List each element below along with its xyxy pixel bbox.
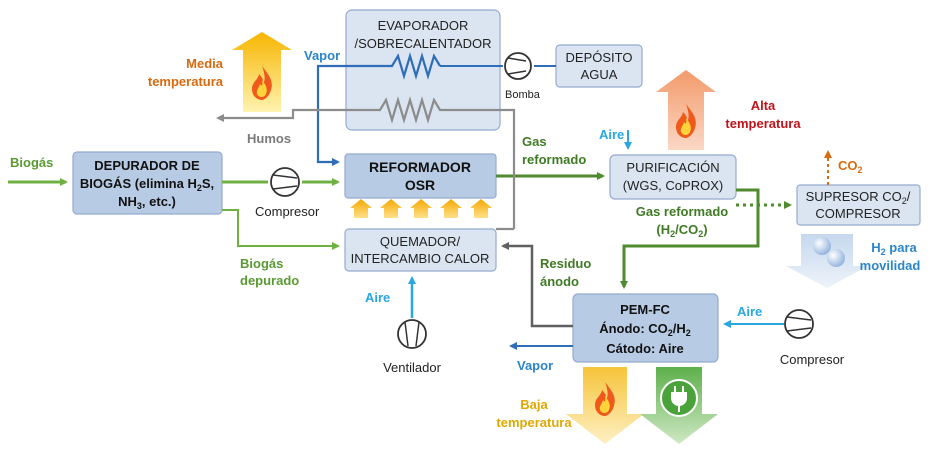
depurador-line1: DEPURADOR DE — [94, 158, 200, 173]
baja-temperatura-arrow — [566, 367, 644, 444]
label-vapor-top: Vapor — [304, 48, 340, 63]
purificacion-line2: (WGS, CoPROX) — [623, 178, 723, 193]
media-temperatura-arrow — [232, 32, 292, 112]
h2-movilidad-arrow — [786, 234, 868, 288]
ventilador-fan-icon — [397, 319, 427, 349]
compressor-2-fan-icon — [784, 309, 814, 339]
alta-temperatura-arrow — [656, 70, 716, 150]
label-media-temp-2: temperatura — [148, 74, 224, 89]
label-compresor-1: Compresor — [255, 204, 320, 219]
deposito-line2: AGUA — [581, 67, 618, 82]
pemfc-line2: Ánodo: CO2/H2 — [599, 321, 691, 338]
deposito-line1: DEPÓSITO — [566, 50, 633, 65]
reformador-line1: REFORMADOR — [369, 159, 471, 175]
depurador-line3: NH3, etc.) — [118, 194, 176, 211]
label-biogas-depurado-2: depurado — [240, 273, 299, 288]
depurador-line2: BIOGÁS (elimina H2S, — [80, 176, 214, 193]
label-aire-purificacion: Aire — [599, 127, 624, 142]
label-h2-movilidad-2: movilidad — [860, 258, 921, 273]
box-supresor: SUPRESOR CO2/ COMPRESOR — [796, 184, 921, 226]
pump-icon — [504, 52, 532, 80]
label-gas-reformado2-2: (H2/CO2) — [656, 222, 707, 239]
compressor-1-fan-icon — [270, 167, 300, 197]
pemfc-line3: Cátodo: Aire — [606, 341, 684, 356]
purificacion-line1: PURIFICACIÓN — [626, 160, 719, 175]
box-purificacion: PURIFICACIÓN (WGS, CoPROX) — [609, 154, 737, 200]
box-depurador: DEPURADOR DE BIOGÁS (elimina H2S, NH3, e… — [72, 151, 223, 215]
flow-lines — [8, 52, 832, 350]
box-deposito: DEPÓSITO AGUA — [555, 44, 643, 88]
label-biogas-depurado-1: Biogás — [240, 256, 283, 271]
label-residuo-anodo-1: Residuo — [540, 256, 591, 271]
label-ventilador: Ventilador — [383, 360, 441, 375]
label-humos: Humos — [247, 131, 291, 146]
box-quemador: QUEMADOR/ INTERCAMBIO CALOR — [344, 228, 497, 272]
evaporador-line2: /SOBRECALENTADOR — [354, 36, 491, 51]
box-pemfc: PEM-FC Ánodo: CO2/H2 Cátodo: Aire — [572, 293, 719, 363]
pemfc-line1: PEM-FC — [620, 302, 670, 317]
label-aire-pem: Aire — [737, 304, 762, 319]
label-aire-quemador: Aire — [365, 290, 390, 305]
label-gas-reformado-2: reformado — [522, 152, 586, 167]
label-baja-temp-2: temperatura — [496, 415, 572, 430]
label-biogas: Biogás — [10, 155, 53, 170]
quemador-line1: QUEMADOR/ — [380, 234, 461, 249]
label-residuo-anodo-2: ánodo — [540, 274, 579, 289]
label-alta-temp-1: Alta — [751, 98, 776, 113]
label-compresor-2: Compresor — [780, 352, 845, 367]
quemador-line2: INTERCAMBIO CALOR — [351, 251, 490, 266]
label-bomba: Bomba — [505, 89, 541, 101]
evaporador-line1: EVAPORADOR — [378, 18, 469, 33]
label-baja-temp-1: Baja — [520, 397, 548, 412]
label-media-temp-1: Media — [186, 56, 224, 71]
label-alta-temp-2: temperatura — [725, 116, 801, 131]
label-gas-reformado-1: Gas — [522, 134, 547, 149]
label-h2-movilidad-1: H2 para — [871, 240, 917, 257]
supresor-line2: COMPRESOR — [815, 206, 900, 221]
electric-plug-icon — [660, 379, 698, 417]
box-evaporador: EVAPORADOR /SOBRECALENTADOR — [345, 9, 501, 131]
electricity-arrow — [640, 367, 718, 444]
label-vapor-pem: Vapor — [517, 358, 553, 373]
label-co2: CO2 — [838, 158, 863, 175]
label-gas-reformado2-1: Gas reformado — [636, 204, 729, 219]
supresor-line1: SUPRESOR CO2/ — [806, 189, 911, 206]
hydrogen-molecule-icon — [813, 237, 845, 267]
heat-arrows — [350, 199, 492, 218]
box-reformador: REFORMADOR OSR — [344, 153, 497, 199]
reformador-line2: OSR — [405, 177, 435, 193]
